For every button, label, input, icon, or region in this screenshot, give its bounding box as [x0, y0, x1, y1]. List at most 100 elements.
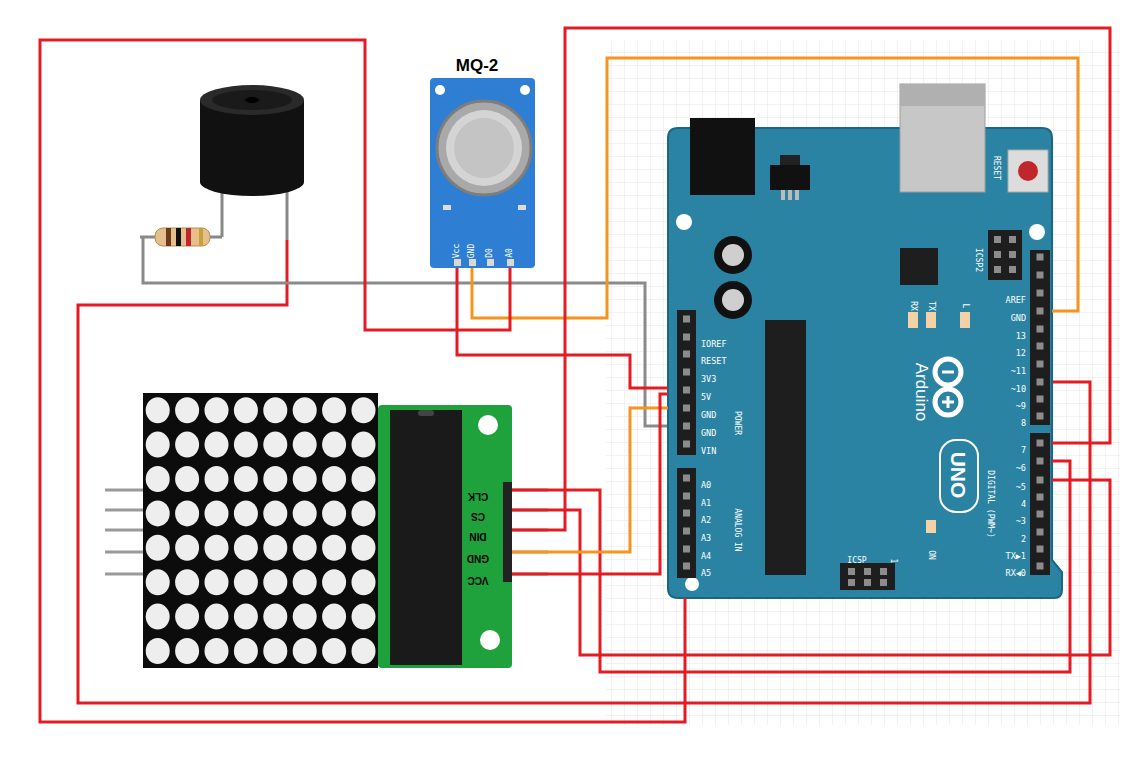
arduino-board-art-part-part — [683, 528, 690, 535]
led-matrix-art-part — [105, 573, 143, 576]
pin-label: VCC — [467, 575, 488, 585]
led-matrix-art-part-part — [205, 397, 229, 423]
gas-sensor-art-part — [487, 259, 494, 266]
buzzer-symbol-part — [212, 90, 292, 110]
arduino-board-art-part-part — [683, 475, 690, 482]
arduino-board-art-part — [677, 468, 696, 578]
led-matrix-art-part-part — [234, 466, 258, 492]
wire-connector — [512, 461, 1070, 672]
led-matrix-art-part-part — [234, 604, 258, 630]
arduino-board-art-part-part — [848, 568, 855, 575]
led-matrix-art-part-part — [322, 569, 346, 595]
led-matrix-art-part-part — [293, 535, 317, 561]
pin-label: ~5 — [1016, 483, 1026, 492]
led-matrix-art-part-part — [205, 535, 229, 561]
led-matrix-art-part-part — [352, 569, 376, 595]
led-matrix-art-part-part — [175, 432, 199, 458]
pin-label: 2 — [1021, 535, 1026, 544]
arduino-board-art-part — [940, 440, 978, 512]
arduino-board-art-part — [770, 165, 810, 190]
pin-label: A2 — [701, 516, 711, 525]
led-matrix-art-part-part — [293, 604, 317, 630]
pin-label: 8 — [1021, 419, 1026, 428]
arduino-board-art-part-part — [880, 568, 887, 575]
led-matrix-art-part-part — [175, 604, 199, 630]
arduino-board-art-part-part — [683, 334, 690, 341]
arduino-board-art-part — [722, 244, 744, 266]
arduino-board-art-part — [926, 312, 936, 328]
gas-sensor-art-part — [420, 48, 538, 80]
pin-label: 5V — [701, 393, 711, 402]
arduino-board-art-part-part — [1037, 326, 1044, 333]
arduino-board-art-part-part — [683, 510, 690, 517]
led-matrix-art-part-part — [205, 604, 229, 630]
led-matrix-art-part-part — [234, 535, 258, 561]
arduino-board-art-part — [942, 371, 954, 374]
led-matrix-art-part-part — [263, 397, 287, 423]
arduino-board-art-part-part — [1037, 546, 1044, 553]
resistor-symbol-part — [155, 228, 210, 246]
led-matrix-art-part-part — [293, 466, 317, 492]
pin-label: ~10 — [1011, 385, 1026, 394]
buzzer-symbol-part — [245, 97, 259, 103]
resistor-symbol — [140, 228, 222, 246]
arduino-board-art-part-part — [683, 563, 690, 570]
arduino-board-art-part-part — [864, 568, 871, 575]
pin-label: GND — [468, 244, 476, 258]
led-matrix-art-part — [105, 529, 143, 532]
led-matrix-art-part-part — [175, 500, 199, 526]
gas-sensor-art-part — [446, 110, 522, 186]
led-matrix-art-part-part — [352, 466, 376, 492]
arduino-board-art-part — [1029, 224, 1045, 240]
arduino-board-art-part-part — [935, 389, 961, 415]
grid-background — [605, 40, 1120, 725]
led-matrix-art-part-part — [205, 500, 229, 526]
led-matrix-art-part-part — [263, 569, 287, 595]
arduino-board-art-part-part — [1009, 236, 1016, 243]
pin-label: DIN — [469, 531, 486, 541]
gas-sensor-art-part — [437, 101, 531, 195]
gas-sensor-art — [420, 48, 538, 268]
led-label: RX — [909, 301, 917, 311]
arduino-board-art-part-part — [1037, 563, 1044, 570]
led-label: ON — [927, 550, 935, 560]
arduino-board-art-part-part — [880, 579, 887, 586]
module-title: MQ-2 — [456, 57, 499, 74]
arduino-board-art-part — [788, 190, 792, 200]
board-brand: Arduino — [913, 363, 930, 422]
arduino-board-art-part — [960, 312, 970, 328]
arduino-board-art-part-part — [1037, 343, 1044, 350]
pin-label: GND — [467, 553, 489, 563]
arduino-board-art-part-part — [994, 266, 1001, 273]
wire-connector — [512, 394, 668, 574]
led-matrix-art-part-part — [263, 500, 287, 526]
led-matrix-art-part — [480, 630, 500, 650]
arduino-board-art-part — [900, 84, 985, 192]
header-label: ANALOG IN — [733, 508, 741, 551]
arduino-board-art-part-part — [683, 546, 690, 553]
led-matrix-art-part-part — [263, 535, 287, 561]
header-label: POWER — [733, 411, 741, 435]
arduino-board-art-part — [988, 230, 1022, 280]
led-matrix-module: CLKCSDINGNDVCC — [143, 393, 512, 668]
resistor-symbol-part — [186, 228, 191, 246]
led-matrix-art-part-part — [175, 535, 199, 561]
arduino-board-art-part-part — [683, 387, 690, 394]
arduino-board-art-part-part — [994, 236, 1001, 243]
pin-label: A4 — [701, 552, 711, 561]
arduino-board-art-part-part — [683, 369, 690, 376]
wire-connector — [512, 28, 1110, 530]
led-matrix-art-part-part — [293, 638, 317, 664]
arduino-board-art-part — [668, 128, 1062, 598]
pin-label: 3V3 — [701, 375, 716, 384]
arduino-board-art-part-part — [1037, 494, 1044, 501]
arduino-board-art — [668, 84, 1062, 598]
led-matrix-art-part — [378, 405, 512, 668]
led-matrix-art-part-part — [175, 638, 199, 664]
arduino-board-art-part-part — [1037, 379, 1044, 386]
led-matrix-art-part-part — [146, 432, 170, 458]
arduino-board-art-part-part — [1009, 266, 1016, 273]
header-label: DIGITAL (PWM~) — [986, 470, 994, 537]
